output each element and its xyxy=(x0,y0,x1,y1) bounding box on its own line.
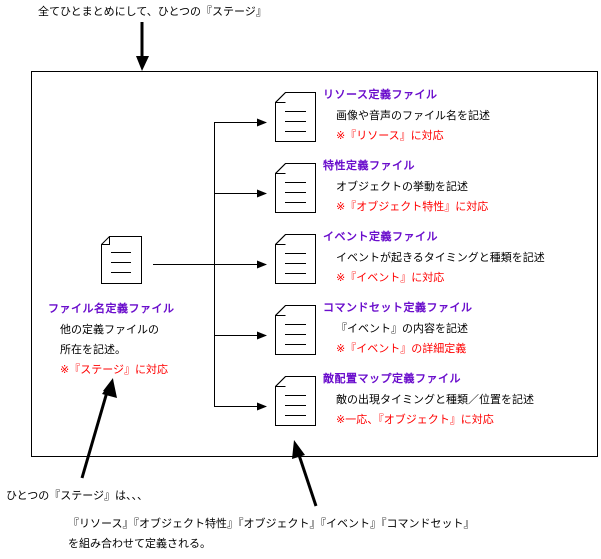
source-file-desc-2: 所在を記述。 xyxy=(60,343,126,356)
target-file-title: イベント定義ファイル xyxy=(323,230,438,243)
document-icon xyxy=(275,163,316,213)
source-file-note: ※『ステージ』に対応 xyxy=(60,363,168,376)
bottom-left-caption: ひとつの『ステージ』は、、、 xyxy=(6,489,149,502)
top-arrow-head xyxy=(136,56,149,71)
target-file-desc: オブジェクトの挙動を記述 xyxy=(336,180,468,193)
bottom-center-arrow-head xyxy=(292,440,305,459)
document-icon xyxy=(275,305,316,355)
target-file-note: ※『イベント』に対応 xyxy=(336,271,445,284)
target-file-note: ※一応、『オブジェクト』に対応 xyxy=(336,413,494,426)
target-file-title: 敵配置マップ定義ファイル xyxy=(323,372,461,385)
target-file-title: リソース定義ファイル xyxy=(323,88,438,101)
target-file-title: 特性定義ファイル xyxy=(323,159,415,172)
target-file-desc: 『イベント』の内容を記述 xyxy=(336,322,468,335)
bottom-center-caption-line1: 『リソース』『オブジェクト特性』『オブジェクト』『イベント』『コマンドセット』 xyxy=(68,517,475,530)
document-icon xyxy=(275,234,316,284)
top-caption: 全てひとまとめにして、ひとつの『ステージ』 xyxy=(38,5,267,18)
stage-box xyxy=(31,71,598,457)
document-icon xyxy=(275,92,316,142)
document-icon xyxy=(275,376,316,426)
target-file-desc: イベントが起きるタイミングと種類を記述 xyxy=(336,251,545,264)
bottom-left-arrow-head-fill xyxy=(102,379,117,398)
bottom-center-arrow-shaft xyxy=(297,454,318,507)
target-file-desc: 敵の出現タイミングと種類／位置を記述 xyxy=(336,393,534,406)
bottom-center-caption-line2: を組み合わせて定義される。 xyxy=(68,537,211,550)
target-file-note: ※『イベント』の詳細定義 xyxy=(336,342,467,355)
bottom-left-arrow-shaft xyxy=(80,391,109,479)
document-icon xyxy=(101,236,142,284)
source-file-title: ファイル名定義ファイル xyxy=(48,302,175,315)
target-file-note: ※『リソース』に対応 xyxy=(336,129,444,142)
target-file-note: ※『オブジェクト特性』に対応 xyxy=(336,200,489,213)
source-file-desc-1: 他の定義ファイルの xyxy=(60,323,159,336)
target-file-title: コマンドセット定義ファイル xyxy=(323,301,473,314)
target-file-desc: 画像や音声のファイル名を記述 xyxy=(336,109,490,122)
